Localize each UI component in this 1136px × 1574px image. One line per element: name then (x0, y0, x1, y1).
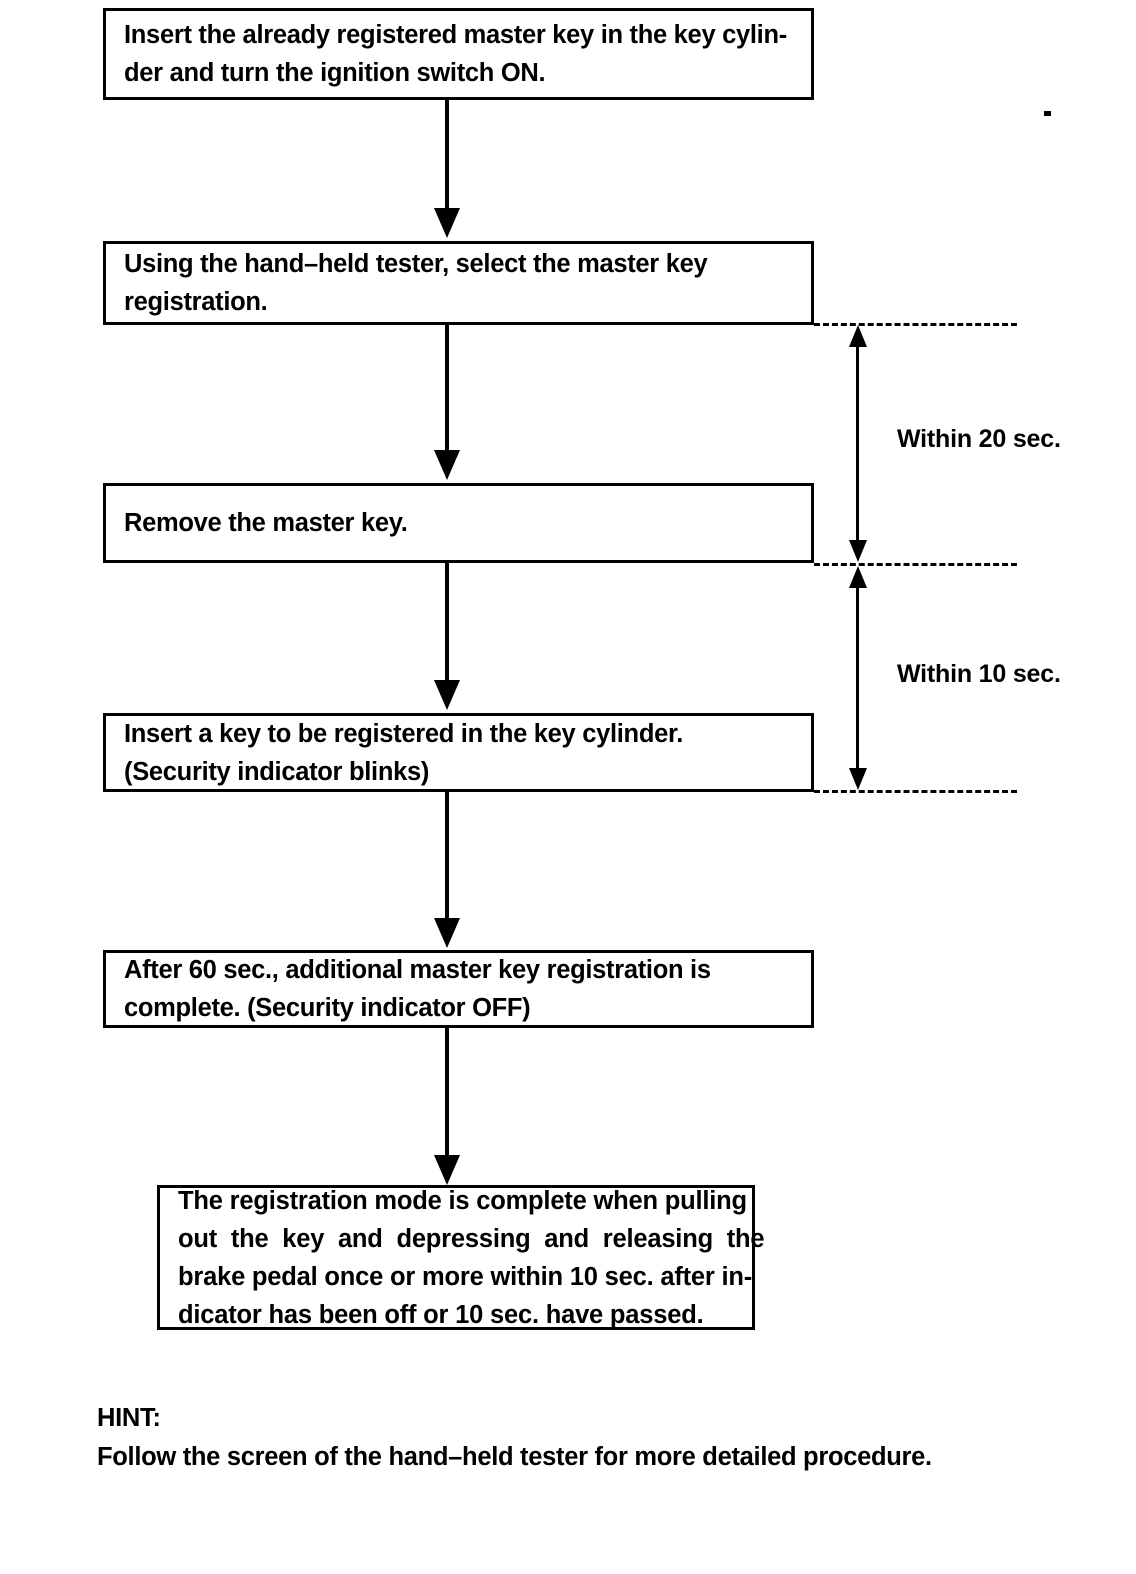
timing-dashline-bottom (814, 790, 1017, 793)
flow-node-step-4: Insert a key to be registered in the key… (103, 713, 814, 792)
connector-step-1-to-step-2 (445, 100, 449, 212)
timing-dashline-middle (814, 563, 1017, 566)
hint-title: HINT: (97, 1404, 161, 1432)
flow-node-step-5-line-1: After 60 sec., additional master key reg… (124, 956, 711, 984)
arrowhead-step-1-to-step-2 (434, 208, 460, 238)
timing-label-within-10-sec: Within 10 sec. (897, 660, 1061, 688)
flow-node-step-3-line-1: Remove the master key. (124, 509, 408, 537)
flow-node-step-1: Insert the already registered master key… (103, 8, 814, 100)
flow-node-step-1-line-1: Insert the already registered master key… (124, 21, 787, 49)
flow-node-step-2-line-1: Using the hand–held tester, select the m… (124, 250, 708, 278)
flow-node-step-5: After 60 sec., additional master key reg… (103, 950, 814, 1028)
timing-arrow-down-within-20-sec (849, 540, 867, 562)
flow-node-step-1-line-2: der and turn the ignition switch ON. (124, 59, 546, 87)
flow-node-step-6-line-1: The registration mode is complete when p… (178, 1186, 747, 1215)
timing-arrow-down-within-10-sec (849, 768, 867, 790)
flow-node-step-4-line-2: (Security indicator blinks) (124, 757, 430, 786)
hint-text: Follow the screen of the hand–held teste… (97, 1443, 932, 1471)
flow-node-step-2-line-2: registration. (124, 288, 268, 316)
arrowhead-step-2-to-step-3 (434, 450, 460, 480)
timing-label-within-20-sec: Within 20 sec. (897, 425, 1061, 453)
arrowhead-step-5-to-step-6 (434, 1155, 460, 1185)
flow-node-step-6-line-3: brake pedal once or more within 10 sec. … (178, 1262, 753, 1291)
timing-line-within-20-sec (856, 330, 859, 556)
flow-node-step-4-line-1: Insert a key to be registered in the key… (124, 719, 683, 748)
flow-node-step-6-line-2: out the key and depressing and releasing… (178, 1224, 765, 1253)
timing-line-within-10-sec (856, 572, 859, 784)
timing-dashline-top (814, 323, 1017, 326)
flow-node-step-3: Remove the master key. (103, 483, 814, 563)
arrowhead-step-3-to-step-4 (434, 680, 460, 710)
connector-step-5-to-step-6 (445, 1028, 449, 1158)
scan-speck (1044, 111, 1051, 116)
connector-step-4-to-step-5 (445, 792, 449, 922)
flow-node-step-5-line-2: complete. (Security indicator OFF) (124, 994, 531, 1022)
arrowhead-step-4-to-step-5 (434, 918, 460, 948)
flow-node-step-6: The registration mode is complete when p… (157, 1185, 765, 1330)
connector-step-2-to-step-3 (445, 325, 449, 453)
connector-step-3-to-step-4 (445, 563, 449, 683)
flow-node-step-2: Using the hand–held tester, select the m… (103, 241, 814, 325)
flow-node-step-6-line-4: dicator has been off or 10 sec. have pas… (178, 1300, 704, 1329)
